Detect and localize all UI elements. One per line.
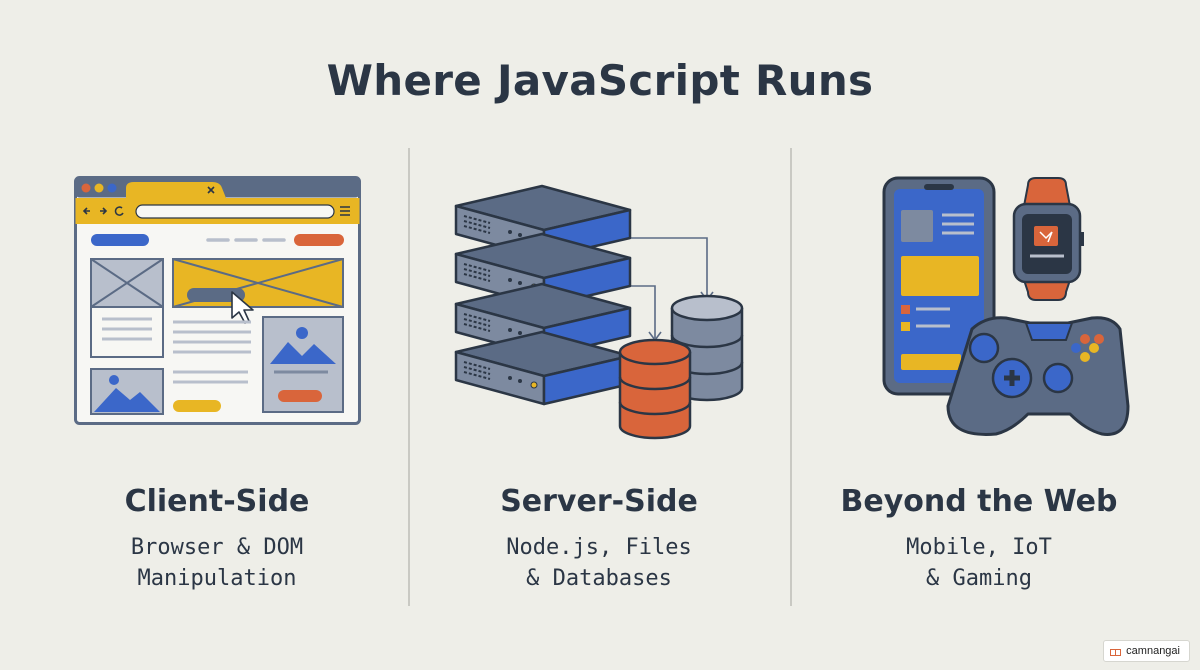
database-icon xyxy=(618,338,692,440)
smartwatch-icon xyxy=(1012,177,1084,301)
description-line: Browser & DOM xyxy=(130,535,304,560)
divider-left xyxy=(408,148,410,606)
description-line: Manipulation xyxy=(137,566,297,591)
column-beyond-heading: Beyond the Web xyxy=(840,484,1118,519)
description-line: & Gaming xyxy=(926,566,1032,591)
gift-icon xyxy=(1110,648,1122,656)
column-server-description: Node.js, Files & Databases xyxy=(409,532,789,594)
gamepad-icon xyxy=(946,316,1130,436)
browser-window-icon xyxy=(74,176,361,425)
page-title: Where JavaScript Runs xyxy=(326,56,874,105)
smartphone-icon xyxy=(882,176,996,396)
server-rack-icon xyxy=(454,184,744,440)
description-line: & Databases xyxy=(526,566,672,591)
column-beyond-description: Mobile, IoT & Gaming xyxy=(789,532,1169,594)
description-line: Mobile, IoT xyxy=(906,535,1052,560)
description-line: Node.js, Files xyxy=(506,535,692,560)
column-client-heading: Client-Side xyxy=(124,484,310,519)
column-server-heading: Server-Side xyxy=(500,484,698,519)
column-client-description: Browser & DOM Manipulation xyxy=(27,532,407,594)
watermark-badge[interactable]: camnangai xyxy=(1103,640,1190,662)
beyond-web-illustration xyxy=(882,176,1130,436)
divider-right xyxy=(790,148,792,606)
watermark-text: camnangai xyxy=(1126,645,1180,657)
